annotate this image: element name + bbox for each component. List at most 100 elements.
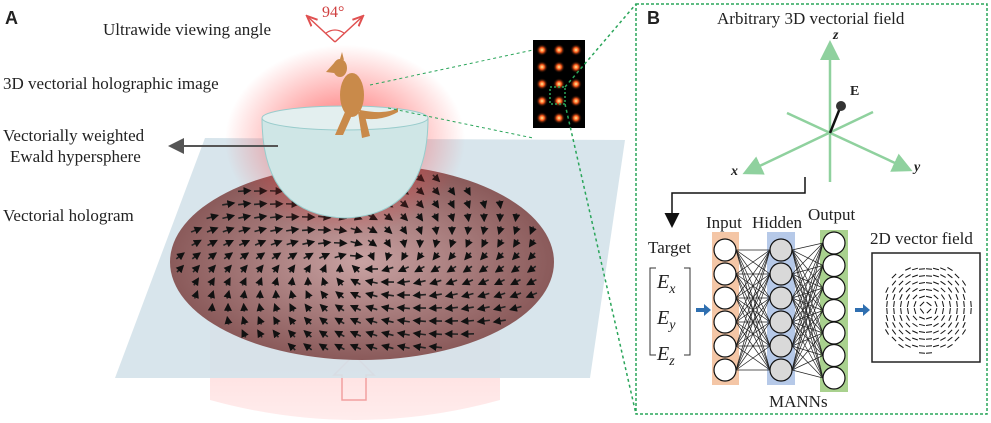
connection — [791, 249, 824, 311]
focal-spot — [536, 44, 548, 56]
field-arrow — [955, 322, 959, 328]
field-arrow — [463, 213, 472, 223]
field-arrow — [925, 289, 933, 291]
connection — [791, 242, 824, 299]
neuron — [822, 276, 846, 300]
field-arrow — [956, 307, 958, 315]
field-arrow — [239, 252, 250, 261]
field-arrow — [349, 330, 362, 339]
field-arrow — [428, 343, 442, 352]
sphere-label-line1: Vectorially weighted — [3, 126, 145, 145]
field-arrow — [288, 316, 297, 326]
field-arrow — [898, 336, 904, 342]
field-arrow — [461, 277, 474, 286]
field-arrow — [925, 275, 933, 277]
field-arrow — [286, 226, 300, 235]
field-arrow — [905, 322, 911, 328]
field-arrow — [961, 329, 967, 335]
field-arrow — [271, 252, 282, 261]
connection — [791, 332, 824, 371]
connection — [791, 273, 824, 356]
field-arrow — [412, 317, 427, 326]
field-arrow — [947, 287, 953, 293]
field-arrow — [947, 267, 953, 271]
connection — [791, 273, 824, 289]
field-arrow — [898, 329, 904, 335]
field-arrow — [495, 200, 504, 210]
field-arrow — [238, 239, 251, 248]
field-arrow — [947, 280, 953, 286]
field-arrow — [526, 264, 537, 273]
connection — [791, 297, 824, 356]
field-arrow — [962, 314, 966, 322]
field-arrow — [460, 316, 475, 325]
field-arrow — [319, 264, 327, 273]
field-arrow — [941, 315, 945, 321]
field-arrow — [239, 264, 248, 274]
connection — [735, 321, 771, 371]
field-arrow — [446, 264, 457, 273]
connection — [791, 287, 824, 371]
field-arrow — [191, 264, 201, 274]
neuron — [769, 334, 793, 358]
vector-field-arrows — [885, 267, 972, 354]
field-arrow — [303, 252, 314, 261]
field-arrow — [462, 264, 473, 273]
ewald-hypersphere — [261, 117, 429, 219]
field-arrow — [367, 251, 375, 261]
field-arrow — [447, 186, 456, 196]
field-arrow — [432, 239, 441, 249]
field-arrow — [940, 322, 946, 328]
field-arrow — [431, 212, 439, 222]
connection — [735, 345, 771, 371]
field-arrow — [190, 226, 203, 235]
field-arrow — [238, 200, 252, 209]
neuron — [822, 343, 846, 368]
field-arrow — [416, 251, 425, 261]
connection — [791, 310, 824, 323]
neuron — [769, 358, 793, 382]
field-arrow — [191, 290, 199, 299]
field-arrow — [497, 238, 505, 248]
hidden-layer-label: Hidden — [752, 213, 803, 232]
field-arrow — [272, 289, 281, 299]
field-arrow — [335, 263, 344, 273]
connection — [791, 321, 824, 334]
field-arrow — [380, 291, 394, 300]
connection — [791, 265, 824, 275]
field-arrow — [289, 303, 297, 313]
connection — [791, 310, 824, 371]
field-arrow — [319, 303, 329, 313]
field-arrow — [257, 316, 265, 325]
field-arrow — [529, 226, 537, 235]
angle-value: 94° — [322, 4, 345, 21]
field-arrow — [933, 323, 939, 327]
field-arrow — [954, 280, 960, 286]
field-arrow — [430, 264, 441, 273]
field-arrow — [954, 273, 960, 279]
focal-spot — [570, 78, 582, 90]
field-arrow — [913, 307, 917, 315]
field-arrow — [367, 238, 378, 247]
connection — [791, 242, 824, 371]
field-arrow — [512, 213, 521, 223]
neuron — [769, 238, 793, 262]
field-arrow — [970, 300, 972, 308]
field-arrow — [892, 294, 896, 300]
field-arrow — [318, 252, 331, 261]
field-arrow — [905, 344, 911, 348]
field-arrow — [528, 238, 537, 248]
neural-network — [713, 231, 846, 390]
field-arrow — [892, 322, 896, 328]
connection — [791, 242, 824, 275]
connection — [735, 249, 771, 347]
connection — [735, 273, 771, 371]
field-arrow — [912, 315, 918, 321]
neuron — [713, 286, 737, 310]
target-bracket-right — [684, 267, 691, 356]
field-arrow — [334, 252, 347, 261]
focal-spot — [536, 78, 548, 90]
field-arrow — [898, 322, 904, 328]
field-arrow — [933, 315, 939, 321]
field-arrow — [941, 300, 945, 308]
